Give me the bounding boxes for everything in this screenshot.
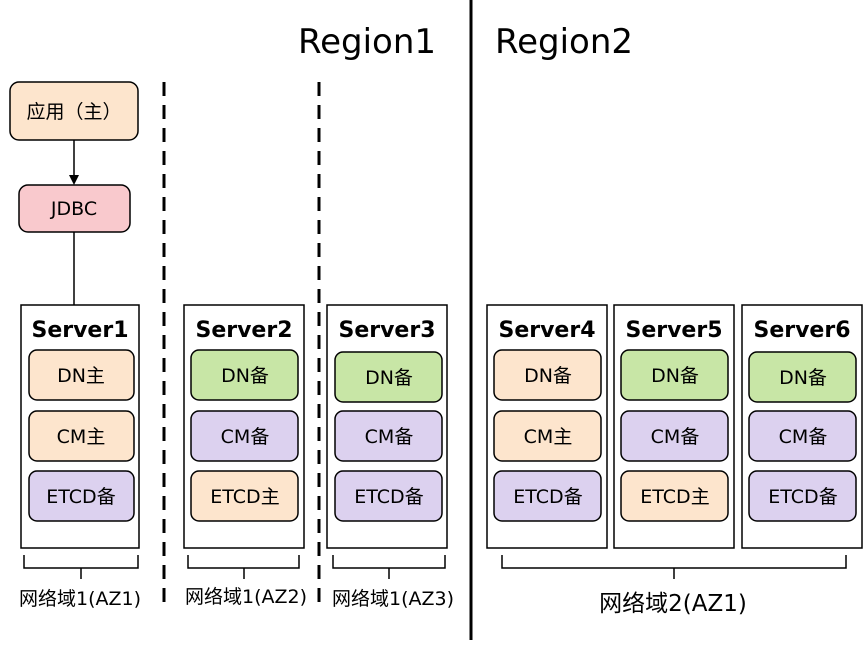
server-2-title: Server2 — [195, 318, 292, 343]
server-1-node-etcd-label: ETCD备 — [46, 486, 115, 508]
server-4-node-dn — [493, 349, 602, 401]
server-3-node-cm-label: CM备 — [365, 426, 414, 448]
server-6-node-etcd — [748, 470, 857, 522]
app-label: 应用（主） — [26, 101, 121, 123]
app-box: 应用（主） — [9, 81, 139, 141]
server-4-node-etcd-label: ETCD备 — [513, 486, 582, 508]
server-5: Server5 DN备 CM备 ETCD主 — [613, 304, 735, 549]
server-5-node-etcd-label: ETCD主 — [640, 486, 709, 508]
server-5-node-cm-label: CM备 — [651, 426, 700, 448]
server-6-node-cm — [748, 410, 857, 462]
server-5-node-cm — [620, 410, 729, 462]
region1-title: Region1 — [298, 22, 436, 62]
server-4-title: Server4 — [498, 318, 595, 343]
server-3-node-etcd — [334, 470, 443, 522]
server-1-title: Server1 — [31, 318, 128, 343]
server-3-node-etcd-label: ETCD备 — [354, 486, 423, 508]
server-6: Server6 DN备 CM备 ETCD备 — [741, 304, 863, 549]
server-3-title: Server3 — [338, 318, 435, 343]
server-6-title: Server6 — [753, 318, 850, 343]
zone-4-brace — [501, 555, 847, 579]
jdbc-box: JDBC — [18, 184, 131, 233]
server-4-node-cm-label: CM主 — [524, 426, 573, 448]
server-1-node-etcd — [28, 470, 135, 522]
zone-3-label: 网络域1(AZ3) — [332, 588, 454, 610]
server-1: Server1 DN主 CM主 ETCD备 — [20, 304, 140, 549]
server-2: Server2 DN备 CM备 ETCD主 — [183, 304, 305, 549]
server-4: Server4 DN备 CM主 ETCD备 — [486, 304, 608, 549]
server-3: Server3 DN备 CM备 ETCD备 — [326, 304, 448, 549]
server-4-node-cm — [493, 410, 602, 462]
server-1-node-dn-label: DN主 — [57, 365, 105, 387]
server-5-title: Server5 — [625, 318, 722, 343]
zone-3-brace — [332, 555, 446, 579]
zone-2-label: 网络域1(AZ2) — [185, 586, 307, 608]
server-5-node-etcd — [620, 470, 729, 522]
server-6-node-etcd-label: ETCD备 — [768, 486, 837, 508]
server-2-node-etcd — [190, 470, 299, 522]
server-4-node-dn-label: DN备 — [524, 365, 572, 387]
zone-1-brace — [23, 555, 139, 579]
zone-4-label: 网络域2(AZ1) — [599, 591, 747, 617]
server-6-node-dn — [748, 351, 857, 403]
zone-2-brace — [187, 555, 300, 579]
server-2-node-dn-label: DN备 — [221, 365, 269, 387]
server-2-node-cm-label: CM备 — [221, 426, 270, 448]
server-5-node-dn-label: DN备 — [651, 365, 699, 387]
jdbc-label: JDBC — [50, 198, 97, 220]
server-2-node-cm — [190, 410, 299, 462]
server-3-node-dn — [334, 351, 443, 403]
region2-title: Region2 — [495, 22, 633, 62]
server-1-node-cm — [28, 410, 135, 462]
zone-1-label: 网络域1(AZ1) — [19, 588, 141, 610]
server-2-node-etcd-label: ETCD主 — [210, 486, 279, 508]
server-4-node-etcd — [493, 470, 602, 522]
server-3-node-cm — [334, 410, 443, 462]
server-1-node-dn — [28, 349, 135, 401]
server-2-node-dn — [190, 349, 299, 401]
server-5-node-dn — [620, 349, 729, 401]
server-3-node-dn-label: DN备 — [365, 367, 413, 389]
server-6-node-dn-label: DN备 — [779, 367, 827, 389]
server-1-node-cm-label: CM主 — [57, 426, 106, 448]
server-6-node-cm-label: CM备 — [779, 426, 828, 448]
